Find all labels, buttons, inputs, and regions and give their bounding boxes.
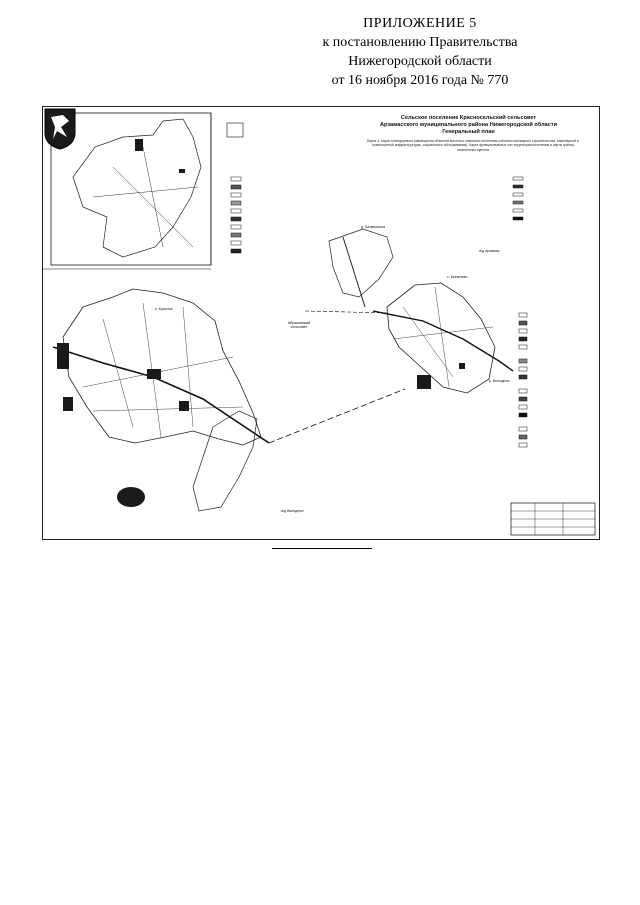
stamp-table (510, 502, 596, 536)
dark-area-se (179, 401, 189, 411)
appendix-reference-line-2: Нижегородской области (348, 54, 492, 69)
appendix-reference-line-3: от 16 ноября 2016 года № 770 (331, 73, 509, 88)
label-village-top: д. Балахониха (361, 225, 386, 229)
inset-boundary (72, 118, 202, 258)
dashed-connector-north (304, 310, 390, 314)
label-road-south: а/д Выездное (281, 509, 304, 513)
dashed-connector (268, 388, 406, 444)
label-road-river: р. Выездное (489, 379, 510, 383)
appendix-reference-line-1: к постановлению Правительства (322, 35, 518, 50)
dark-area-west (57, 343, 69, 369)
dark-area-sw (63, 397, 73, 411)
map-title-line-2: Арзамасского муниципального района Нижег… (379, 122, 558, 128)
lake-south (117, 487, 145, 507)
map-drawing (43, 112, 596, 536)
label-village-east: с. Кремлево (447, 275, 468, 279)
east-streets (392, 286, 494, 388)
appendix-title: ПРИЛОЖЕНИЕ 5 (363, 16, 477, 31)
inset-legend (226, 122, 244, 254)
inset-roads (92, 146, 199, 248)
main-village-boundary (62, 288, 262, 446)
main-streets (82, 302, 244, 438)
coat-of-arms-icon (44, 108, 76, 150)
label-road-east: а/д Арзамас (479, 249, 500, 253)
main-legend (512, 176, 528, 448)
document-header: ПРИЛОЖЕНИЕ 5 к постановлению Правительст… (260, 14, 580, 90)
east-highway (372, 310, 514, 372)
east-village-boundary (386, 282, 496, 394)
dark-area-center (147, 369, 161, 379)
map-title-line-1: Сельское поселение Красносельский сельсо… (400, 115, 537, 121)
east-dark-area (417, 375, 431, 389)
map-title-line-3: Генеральный план (442, 129, 495, 135)
north-village-boundary (328, 228, 394, 298)
south-extension-boundary (192, 410, 258, 512)
label-village-main: с. Красное (155, 307, 173, 311)
map-sheet: Сельское поселение Красносельский сельсо… (42, 106, 600, 540)
inset-dark-block-2 (179, 169, 185, 173)
map-subtitle: Карта 4. Карта планируемого размещения о… (367, 139, 579, 152)
label-municipality: Абрамовский сельсовет (287, 321, 311, 329)
bottom-divider-line (272, 548, 372, 549)
main-highway (52, 346, 270, 444)
inset-dark-block (135, 139, 143, 151)
map-title: Сельское поселение Красносельский сельсо… (351, 115, 586, 136)
